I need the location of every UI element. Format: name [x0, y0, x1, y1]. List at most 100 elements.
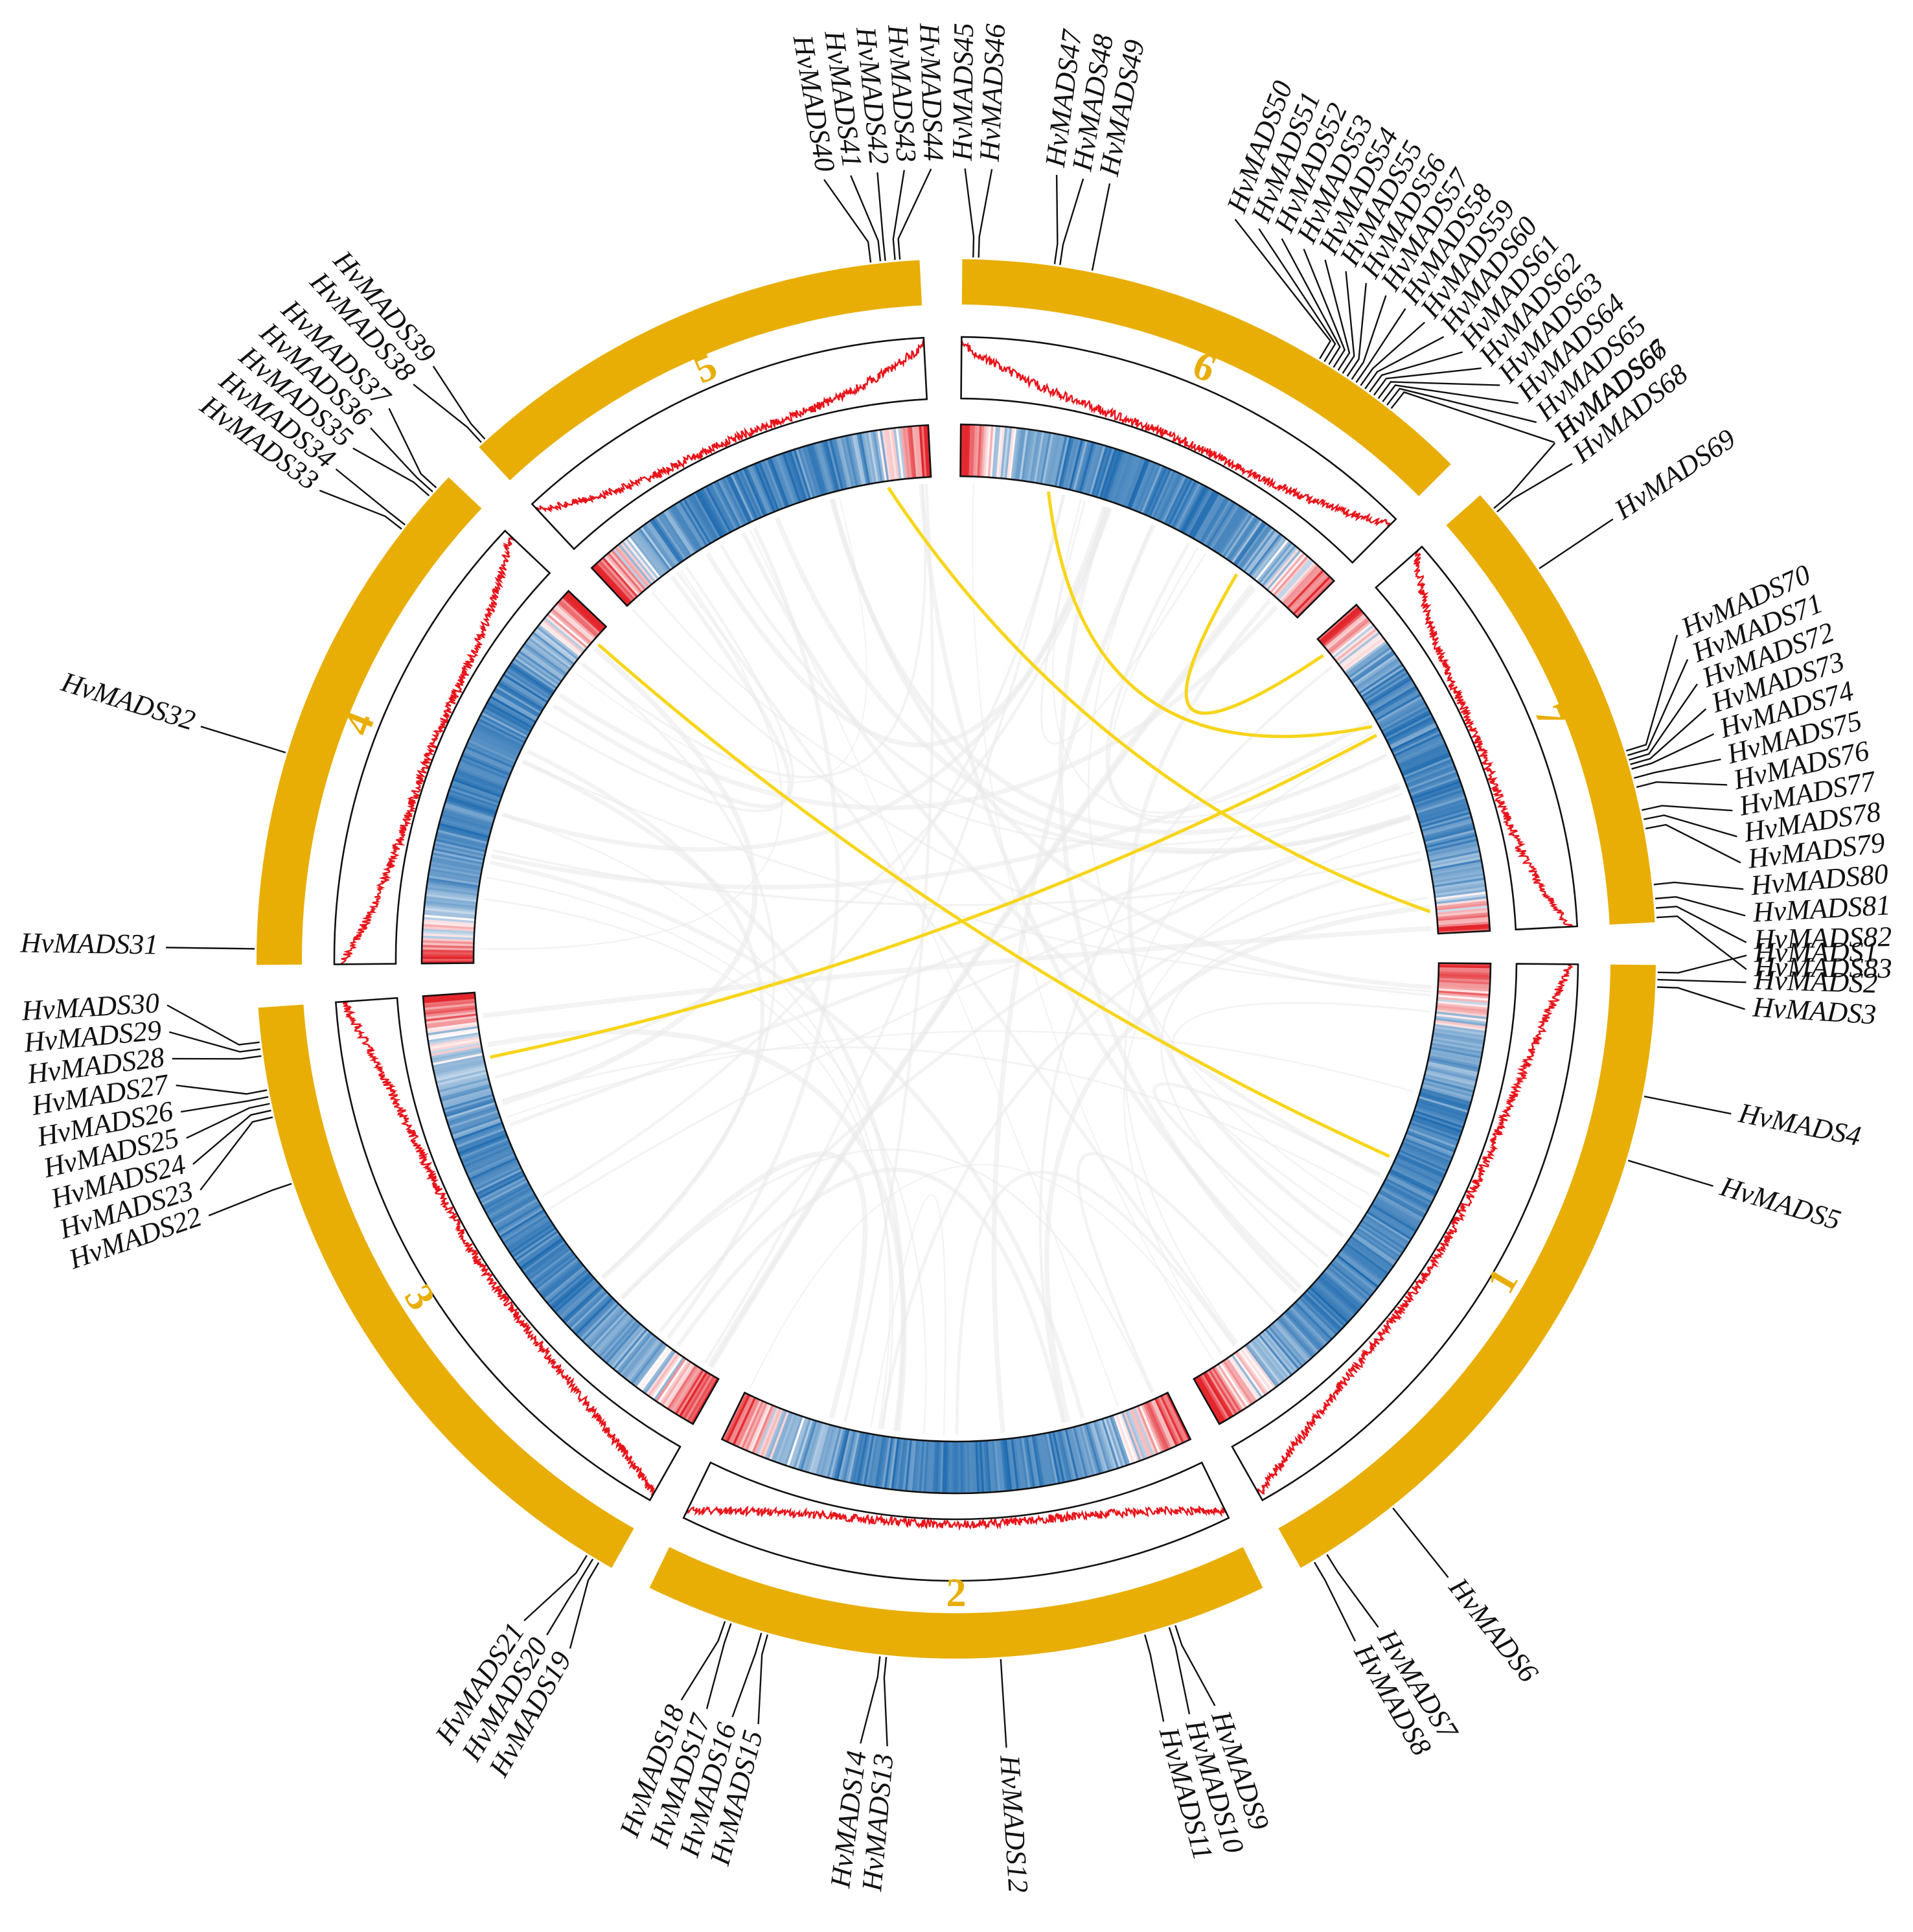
- heatmap-cell: [1259, 1332, 1294, 1375]
- heatmap-cell: [423, 916, 475, 923]
- heatmap-cell: [900, 1438, 908, 1491]
- heatmap-cell: [596, 1316, 634, 1357]
- heatmap-cell: [1336, 1254, 1379, 1289]
- heatmap-cell: [911, 1440, 919, 1492]
- heatmap-cell: [422, 932, 474, 938]
- heatmap-cell: [768, 1410, 790, 1461]
- heatmap-cell: [423, 912, 475, 919]
- heatmap-cell: [853, 1432, 867, 1484]
- heatmap-cell: [861, 432, 873, 484]
- heatmap-cell: [1136, 1405, 1159, 1455]
- heatmap-cell: [838, 1429, 852, 1481]
- gene-leader-line: [1377, 381, 1500, 399]
- heatmap-cell: [1420, 811, 1471, 829]
- gene-leader-line: [319, 489, 402, 530]
- heatmap-cell: [904, 1439, 912, 1491]
- heatmap-cell: [621, 1335, 656, 1377]
- heatmap-cell: [619, 542, 655, 584]
- heatmap-cell: [1438, 982, 1491, 987]
- heatmap-cell: [1171, 480, 1197, 529]
- heatmap-cell: [430, 1046, 483, 1059]
- heatmap-cell: [1431, 1041, 1483, 1052]
- heatmap-cell: [1415, 796, 1467, 814]
- gene-leader-line: [1644, 814, 1737, 838]
- heatmap-cell: [1379, 702, 1426, 730]
- heatmap-cell: [1237, 1349, 1270, 1393]
- heatmap-cell: [505, 1217, 551, 1248]
- heatmap-cell: [512, 660, 556, 691]
- heatmap-cell: [734, 1397, 759, 1447]
- heatmap-cell: [1402, 1142, 1451, 1164]
- heatmap-cell: [1101, 1418, 1119, 1469]
- density-line-chr6: [961, 340, 1391, 527]
- segmental-duplication-link: [490, 733, 1377, 1059]
- heatmap-cell: [703, 487, 730, 534]
- chromosome-7: [1446, 495, 1655, 925]
- heatmap-cell: [557, 601, 598, 638]
- heatmap-cell: [1422, 820, 1473, 836]
- heatmap-cell: [835, 1429, 850, 1480]
- heatmap-cell: [510, 1225, 555, 1256]
- heatmap-cell: [1428, 847, 1480, 861]
- heatmap-cell: [452, 1120, 502, 1140]
- heatmap-cell: [1404, 1134, 1454, 1156]
- heatmap-cell: [755, 1406, 777, 1456]
- heatmap-cell: [736, 1399, 760, 1447]
- heatmap-cell: [1412, 783, 1462, 803]
- heatmap-cell: [895, 427, 904, 479]
- heatmap-cell: [738, 1399, 762, 1449]
- heatmap-cell: [1323, 1271, 1364, 1307]
- heatmap-cell: [540, 1262, 583, 1297]
- heatmap-cell: [637, 1346, 671, 1390]
- heatmap-cell: [1008, 1438, 1017, 1491]
- heatmap-cell: [1234, 1351, 1267, 1396]
- heatmap-cell: [563, 1286, 604, 1324]
- heatmap-cell: [1337, 1252, 1380, 1287]
- heatmap-frame-chr4: [420, 590, 608, 965]
- heatmap-cell: [1004, 427, 1013, 479]
- heatmap-cell: [526, 638, 570, 672]
- heatmap-cell: [844, 1431, 858, 1482]
- heatmap-cell: [743, 467, 766, 516]
- heatmap-cell: [1259, 543, 1295, 586]
- heatmap-cell: [994, 426, 1002, 478]
- heatmap-cell: [934, 1441, 939, 1493]
- heatmap-cell: [1079, 1425, 1095, 1476]
- heatmap-cell: [457, 765, 507, 787]
- heatmap-cell: [442, 807, 494, 824]
- heatmap-cell: [628, 1340, 663, 1383]
- heatmap-cell: [1146, 1401, 1169, 1451]
- gene-leader-line: [757, 1634, 768, 1725]
- heatmap-cell: [1056, 436, 1070, 488]
- heatmap-cell: [529, 1248, 572, 1283]
- heatmap-cell: [551, 1273, 592, 1310]
- heatmap-cell: [1434, 882, 1486, 892]
- heatmap-cell: [540, 620, 583, 656]
- heatmap-cell: [430, 1042, 481, 1054]
- heatmap-cell: [1213, 1366, 1244, 1412]
- heatmap-cell: [1355, 1228, 1399, 1260]
- heatmap-cell: [1437, 992, 1489, 999]
- gene-leader-line: [1642, 805, 1733, 812]
- heatmap-cell: [1232, 1353, 1265, 1397]
- heatmap-cell: [921, 425, 928, 477]
- heatmap-cell: [970, 424, 976, 477]
- heatmap-cell: [1421, 818, 1473, 834]
- heatmap-cell: [507, 667, 552, 698]
- heatmap-cell: [1133, 461, 1155, 511]
- heatmap-cell: [1317, 1277, 1358, 1314]
- heatmap-cell: [1419, 1090, 1471, 1107]
- heatmap-cell: [464, 747, 513, 770]
- heatmap-cell: [1405, 763, 1455, 785]
- heatmap-cell: [747, 465, 770, 515]
- heatmap-cell: [804, 1421, 821, 1473]
- heatmap-cell: [730, 473, 755, 522]
- heatmap-cell: [1224, 1359, 1255, 1404]
- heatmap-cell: [1294, 1302, 1333, 1340]
- heatmap-cell: [463, 1145, 512, 1168]
- heatmap-cell: [1241, 527, 1275, 571]
- heatmap-cell: [492, 1198, 538, 1226]
- heatmap-cell: [542, 618, 584, 654]
- heatmap-cell: [1165, 477, 1191, 525]
